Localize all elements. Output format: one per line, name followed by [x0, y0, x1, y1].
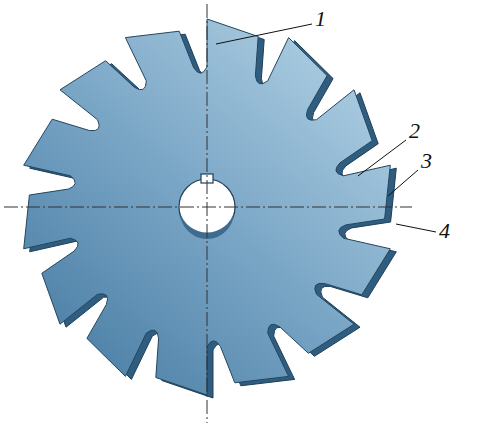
- callout-number: 2: [408, 120, 421, 142]
- horizontal-centerline: [4, 207, 412, 208]
- callout-number: 1: [314, 8, 327, 30]
- leader-line: [388, 170, 418, 196]
- leader-line: [216, 24, 312, 44]
- callout-number: 3: [420, 150, 433, 172]
- vertical-centerline: [207, 4, 208, 423]
- leader-line: [358, 140, 406, 176]
- leader-line: [396, 224, 436, 232]
- callout-number: 4: [438, 220, 451, 242]
